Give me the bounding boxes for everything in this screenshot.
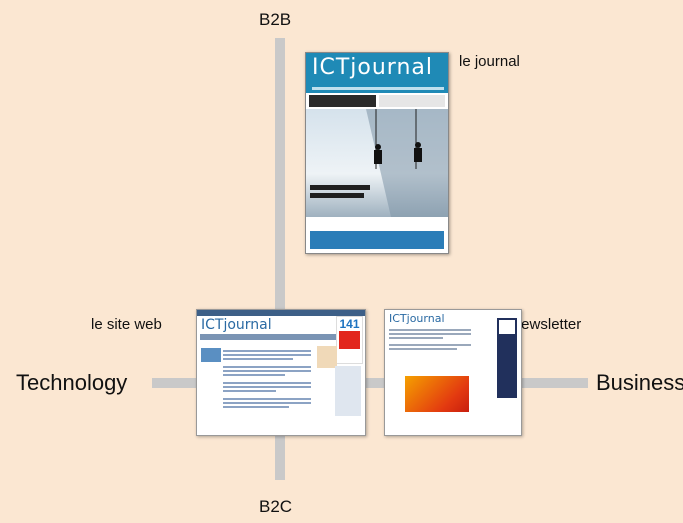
- journal-brand: ICTjournal: [312, 55, 433, 80]
- caption-journal: le journal: [459, 53, 520, 70]
- journal-teaser-right: [378, 95, 445, 107]
- vertical-axis: [275, 38, 285, 480]
- website-ad-number: 141: [339, 317, 360, 331]
- caption-website: le site web: [91, 316, 162, 333]
- website-brand: ICTjournal: [201, 317, 272, 333]
- newsletter-side-ad: [497, 318, 517, 398]
- journal-ad-band: [310, 231, 444, 249]
- horizontal-axis-right: [520, 378, 588, 388]
- website-article-text: [223, 348, 311, 410]
- journal-footer: [306, 217, 448, 231]
- website-sidebar: [335, 366, 361, 416]
- website-article-image: [201, 348, 221, 362]
- journal-teaser-row: [306, 93, 448, 109]
- label-b2b: B2B: [259, 10, 292, 29]
- label-business: Business: [596, 370, 683, 395]
- horizontal-axis-middle: [364, 378, 384, 388]
- journal-cover-thumbnail: ICTjournal: [305, 52, 449, 254]
- newsletter-banner: [405, 376, 469, 412]
- newsletter-brand: ICTjournal: [389, 312, 445, 325]
- label-b2c: B2C: [259, 497, 293, 516]
- newsletter-thumbnail: ICTjournal: [384, 309, 522, 436]
- website-topbar: [197, 310, 365, 316]
- label-technology: Technology: [16, 370, 128, 395]
- journal-masthead: ICTjournal: [306, 53, 448, 93]
- journal-teaser-left: [309, 95, 376, 107]
- journal-masthead-strip: [312, 87, 444, 90]
- horizontal-axis-left: [152, 378, 198, 388]
- journal-cover-photo: [306, 109, 448, 217]
- website-nav: [200, 334, 362, 340]
- website-ad: 141: [336, 316, 363, 364]
- website-ad-banner: [339, 331, 360, 349]
- website-promo: [317, 346, 337, 368]
- website-thumbnail: ICTjournal 141: [196, 309, 366, 436]
